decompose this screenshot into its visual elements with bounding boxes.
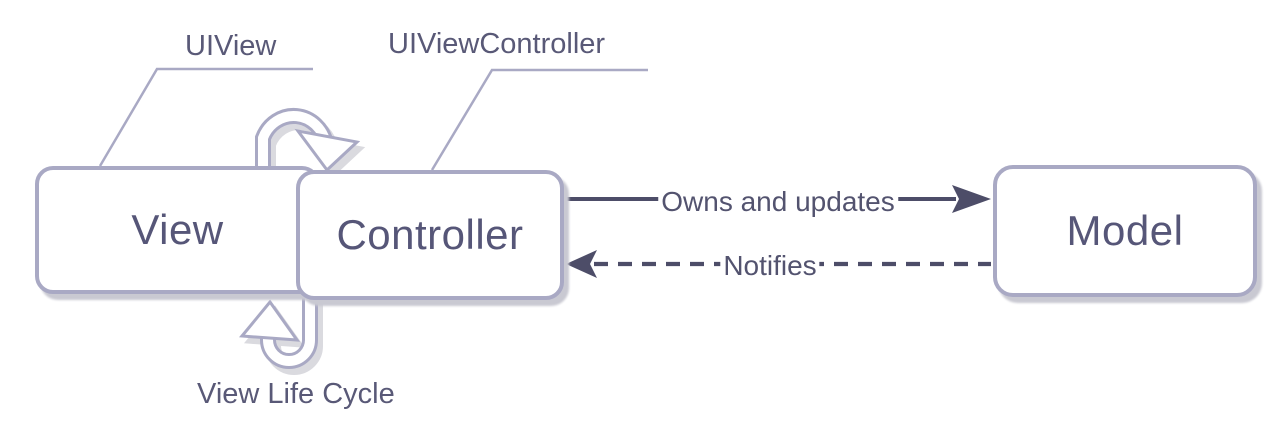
bottom-loop-arrow [238, 296, 318, 369]
view-box: View [35, 166, 320, 294]
view-life-cycle-annotation: View Life Cycle [197, 378, 395, 410]
owns-arrowhead [952, 185, 991, 213]
owns-arrow-label: Owns and updates [658, 186, 898, 218]
controller-box-label: Controller [336, 211, 524, 258]
uiview-annotation: UIView [185, 30, 277, 62]
model-box-label: Model [1066, 207, 1184, 254]
uiviewcontroller-annotation: UIViewController [388, 28, 606, 60]
top-loop-arrow [255, 107, 361, 174]
uiviewcontroller-leader-line [430, 68, 648, 171]
uiview-leader-line [98, 67, 313, 167]
model-box: Model [993, 165, 1257, 297]
notifies-arrowhead [566, 250, 597, 278]
notifies-arrow-label: Notifies [720, 250, 820, 282]
controller-box: Controller [296, 170, 564, 300]
view-box-label: View [131, 206, 224, 253]
